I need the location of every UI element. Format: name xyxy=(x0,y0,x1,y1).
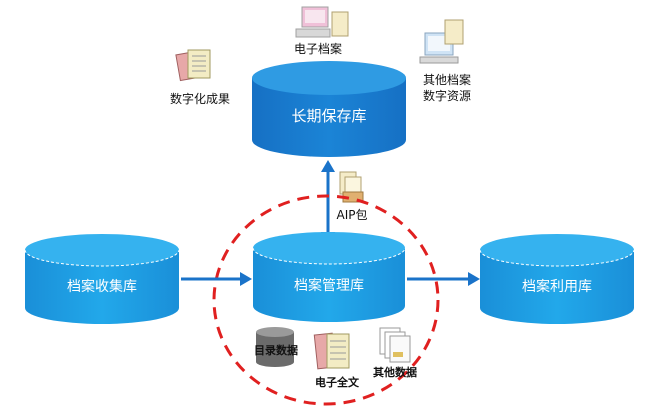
archive-management-db: 档案管理库 xyxy=(252,232,406,322)
management-to-utilization-arrow xyxy=(407,272,480,286)
archive-management-label: 档案管理库 xyxy=(294,277,364,294)
catalog-data-label: 目录数据 xyxy=(254,343,298,357)
other-data-label: 其他数据 xyxy=(373,365,417,379)
catalog-data-cylinder-icon xyxy=(256,327,294,367)
workstation-icon xyxy=(419,19,464,64)
file-stack-icon xyxy=(379,327,411,363)
fulltext-document-icon xyxy=(313,332,350,370)
collection-to-management-arrow xyxy=(181,272,252,286)
fulltext-label: 电子全文 xyxy=(315,375,360,389)
archive-utilization-db: 档案利用库 xyxy=(479,234,635,324)
aip-package-icon xyxy=(339,171,364,203)
digitization-results-label: 数字化成果 xyxy=(170,91,230,106)
archive-collection-label: 档案收集库 xyxy=(67,278,137,295)
other-archives-label: 其他档案 xyxy=(423,72,471,87)
highlight-dashed-circle xyxy=(212,194,440,406)
digital-resources-label: 数字资源 xyxy=(423,88,471,103)
computer-icon xyxy=(295,6,349,38)
electronic-archives-label: 电子档案 xyxy=(294,41,342,56)
aip-package-label: AIP包 xyxy=(337,208,368,222)
archive-collection-db: 档案收集库 xyxy=(24,234,180,324)
long-term-storage-label: 长期保存库 xyxy=(291,107,366,125)
aip-bidirectional-arrow xyxy=(321,160,335,244)
archive-utilization-label: 档案利用库 xyxy=(522,278,592,295)
long-term-storage-db: 长期保存库 xyxy=(252,61,406,157)
document-stack-icon xyxy=(175,49,211,82)
